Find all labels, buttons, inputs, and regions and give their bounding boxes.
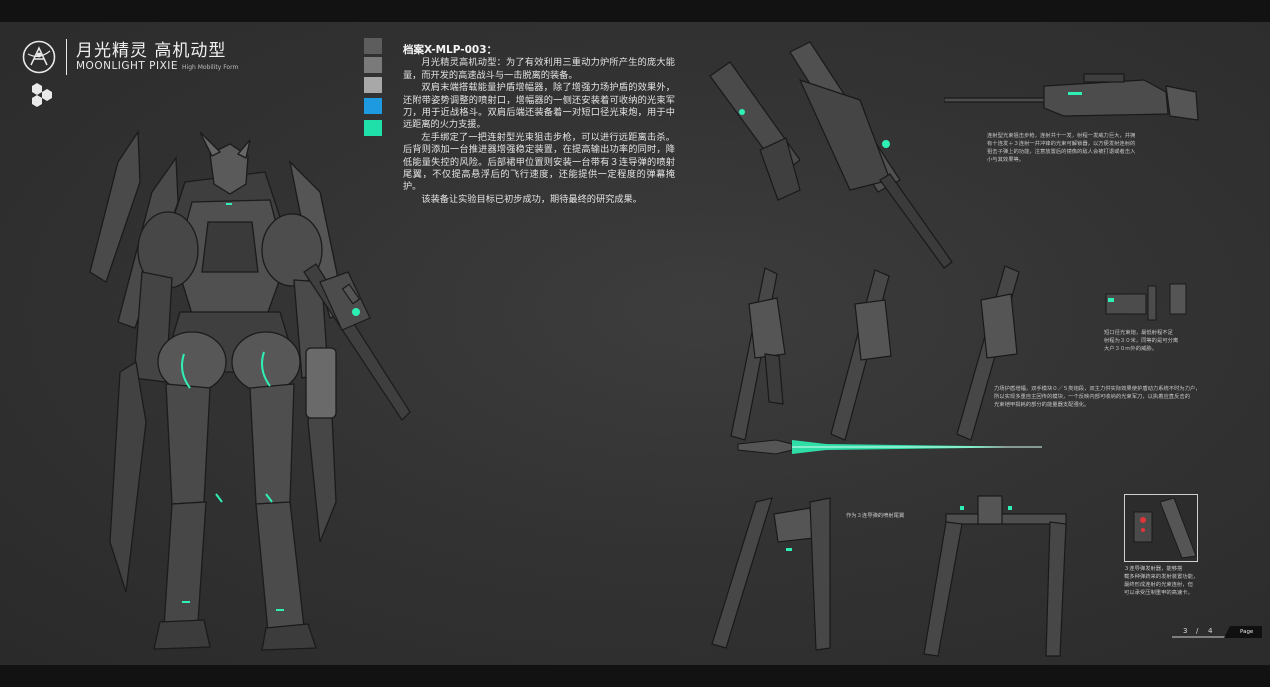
note-line: 有十连发＋３连射一并冲锋的光束可解锁器，以方便发射连射的 [987, 141, 1136, 147]
page-separator: / [1196, 627, 1199, 635]
color-swatch-3 [364, 77, 382, 93]
note-line: 可以承受压制重甲的高速卡。 [1124, 590, 1193, 596]
note-line: 狙击子弹上的功能，注意放置后的镜像的敌人会被打退或者击入 [987, 149, 1136, 155]
pixie-emblem-icon [22, 40, 56, 74]
description-paragraph: 左手绑定了一把连射型光束狙击步枪，可以进行远距离击杀。后背则添加一台推进器增强稳… [403, 131, 675, 193]
missile-launcher-inset [1124, 494, 1198, 562]
shoulder-booster-views [730, 265, 1020, 441]
tail-thruster-views [711, 495, 1067, 657]
top-letterbox-bar [0, 0, 1270, 22]
note-line: 所以实现多重自主回传的模块，一个反映内部可收纳的光束军刀，以执着应直反击的 [994, 394, 1190, 400]
beam-saber [737, 439, 1042, 455]
sniper-rifle-diagonal [709, 41, 953, 269]
description-block: 档案X-MLP-003： 月光精灵高机动型：为了有效利用三重动力炉所产生的庞大能… [403, 44, 675, 206]
note-line: 连射型光束狙击步枪，连射共十一发，射程一发威力巨大，并拥 [987, 133, 1136, 139]
note-line: 最终形成连射的光束连射，但 [1124, 582, 1193, 588]
color-swatch-5 [364, 120, 382, 136]
file-heading: 档案X-MLP-003： [403, 44, 498, 56]
rifle-note: 连射型光束狙击步枪，连射共十一发，射程一发威力巨大，并拥 有十连发＋３连射一并冲… [987, 132, 1207, 164]
note-line: 小与其效果等。 [987, 157, 1025, 163]
tail-note: 作为３连导弹的喷射尾翼 [846, 512, 946, 520]
hexagon-cluster-icon [32, 83, 52, 107]
description-paragraph: 该装备让实验目标已初步成功，期待最终的研究成果。 [421, 193, 642, 205]
booster-note: 力场护盾增幅，双手模块０／５类炮段，双主力供实际效果使护盾动力系统不时为力户， … [994, 385, 1229, 409]
color-swatch-4 [364, 98, 382, 114]
mech-main-illustration [89, 129, 411, 651]
description-paragraph: 双肩末端搭载能量护盾增幅器，除了增强力场护盾的效果外，还附带姿势调整的喷射口，增… [403, 82, 675, 131]
note-line: 短口径光束炮，最低射程不足 [1104, 330, 1173, 336]
note-line: ３连导弹发射器，能够搭 [1124, 566, 1183, 572]
note-line: 载多种弹药来的发射装置功能， [1124, 574, 1199, 580]
note-line: 作为３连导弹的喷射尾翼 [846, 513, 905, 519]
bottom-letterbox-bar [0, 665, 1270, 687]
page-indicator-bar [1172, 626, 1262, 638]
beam-cannon-detail [1105, 283, 1187, 321]
page-total: 4 [1208, 627, 1213, 635]
note-line: 力场护盾增幅，双手模块０／５类炮段，双主力供实际效果使护盾动力系统不时为力户， [994, 386, 1201, 392]
description-paragraph: 月光精灵高机动型：为了有效利用三重动力炉所产生的庞大能量，而开发的高速战斗与一击… [403, 57, 675, 81]
subtitle-form: High Mobility Form [182, 64, 239, 71]
cannon-note: 短口径光束炮，最低射程不足 射程为３０米，同等的是可分离 大户３０ｍ外的威胁。 [1104, 329, 1204, 353]
page-label: Page [1240, 629, 1254, 635]
page-current: 3 [1183, 627, 1188, 635]
color-swatch-2 [364, 57, 382, 73]
subtitle-en: MOONLIGHT PIXIE [76, 60, 179, 72]
note-line: 光束铠甲损耗的部分的能量器支配强化。 [994, 402, 1090, 408]
page-title: 月光精灵 高机动型 [76, 41, 227, 61]
note-line: 射程为３０米，同等的是可分离 [1104, 338, 1179, 344]
missile-note: ３连导弹发射器，能够搭 载多种弹药来的发射装置功能， 最终形成连射的光束连射，但… [1124, 565, 1214, 597]
sniper-rifle-side-view [944, 73, 1199, 121]
title-divider [66, 39, 67, 75]
color-swatch-1 [364, 38, 382, 54]
note-line: 大户３０ｍ外的威胁。 [1104, 346, 1157, 352]
